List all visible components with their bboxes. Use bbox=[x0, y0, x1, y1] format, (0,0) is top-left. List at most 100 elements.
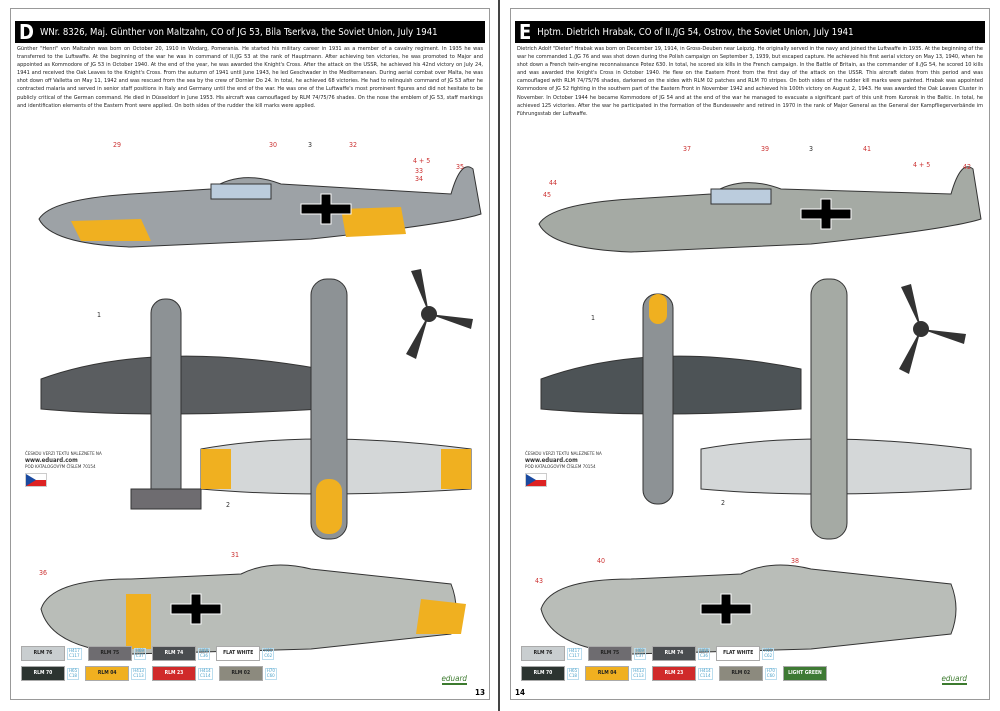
callout-number: 42 bbox=[963, 163, 972, 171]
paint-code-c: C18 bbox=[69, 673, 77, 679]
eduard-url[interactable]: www.eduard.com bbox=[25, 457, 78, 464]
paint-chip: RLM 74 bbox=[151, 646, 196, 661]
paint-code-c: C113 bbox=[133, 673, 144, 679]
callout-number: 32 bbox=[349, 141, 358, 149]
paint-code-h: H70 bbox=[766, 668, 775, 674]
paint-code-c: C36 bbox=[699, 653, 708, 659]
callout-number: 34 bbox=[415, 175, 424, 183]
callout-number: 3 bbox=[308, 141, 313, 149]
czech-flag-icon bbox=[25, 473, 47, 487]
paint-code-c: C117 bbox=[569, 653, 580, 659]
profile-header: E Hptm. Dietrich Hrabak, CO of II./JG 54,… bbox=[515, 20, 985, 44]
paint-swatch: LIGHT GREEN bbox=[782, 666, 827, 681]
paint-chip: RLM 02 bbox=[718, 666, 763, 681]
paint-chip: RLM 74 bbox=[651, 646, 696, 661]
callout-number: 3 bbox=[809, 145, 814, 153]
underside-plan-view bbox=[40, 298, 322, 510]
paint-code-c: C37 bbox=[635, 653, 644, 659]
eduard-logo: eduard bbox=[941, 674, 967, 685]
czech-version-note: ČESKOU VERZI TEXTU NALEZNETE NA www.edua… bbox=[525, 452, 602, 487]
paint-code-c: C117 bbox=[69, 653, 80, 659]
paint-chip: RLM 23 bbox=[651, 666, 696, 681]
paint-code-h: H413 bbox=[133, 668, 144, 674]
profile-letter: E bbox=[519, 20, 532, 44]
czech-note-line: POD KATALOGOVÝM ČÍSLEM 70154 bbox=[525, 465, 596, 470]
aircraft-illustrations bbox=[538, 166, 982, 655]
callout-number: 4 + 5 bbox=[913, 161, 931, 169]
page-number: 13 bbox=[474, 688, 485, 697]
czech-version-note: ČESKOU VERZI TEXTU NALEZNETE NA www.edua… bbox=[25, 452, 102, 487]
paint-code-h: H11 bbox=[764, 648, 773, 654]
czech-note-line: ČESKOU VERZI TEXTU NALEZNETE NA bbox=[525, 452, 602, 457]
callout-number: 45 bbox=[543, 191, 552, 199]
paint-chip: RLM 70 bbox=[521, 666, 565, 681]
side-profile-bottom bbox=[540, 564, 957, 655]
paint-chip: RLM 70 bbox=[21, 666, 65, 681]
callout-number: 2 bbox=[721, 499, 726, 507]
paint-chip: RLM 23 bbox=[151, 666, 196, 681]
paint-code-h: H70 bbox=[266, 668, 275, 674]
paint-code-h: H413 bbox=[633, 668, 644, 674]
paint-code-h: H65 bbox=[569, 668, 578, 674]
paint-chip: LIGHT GREEN bbox=[782, 666, 827, 681]
paint-code-h: H414 bbox=[199, 668, 211, 674]
paint-code-c: C114 bbox=[699, 673, 711, 679]
callout-number: 1 bbox=[591, 314, 596, 322]
callout-number: 40 bbox=[597, 557, 606, 565]
page-number: 14 bbox=[515, 688, 526, 697]
callout-number: 2 bbox=[226, 501, 231, 509]
paint-code-h: H417 bbox=[569, 648, 580, 654]
profile-title: Hptm. Dietrich Hrabak, CO of II./JG 54, … bbox=[537, 26, 854, 38]
callout-number: 36 bbox=[39, 569, 48, 577]
czech-note-line: ČESKOU VERZI TEXTU NALEZNETE NA bbox=[25, 452, 102, 457]
paint-code-h: H414 bbox=[699, 668, 711, 674]
paint-code-c: C60 bbox=[766, 673, 775, 679]
paint-code-c: C113 bbox=[633, 673, 644, 679]
callout-number: 30 bbox=[269, 141, 278, 149]
callout-number: 29 bbox=[113, 141, 122, 149]
callout-number: 35 bbox=[456, 163, 465, 171]
paint-chip: FLAT WHITE bbox=[216, 646, 261, 661]
side-profile-top bbox=[538, 166, 982, 253]
callout-number: 31 bbox=[231, 551, 240, 559]
eduard-url[interactable]: www.eduard.com bbox=[525, 457, 578, 464]
paint-code-c: C60 bbox=[266, 673, 275, 679]
callout-number: 38 bbox=[791, 557, 800, 565]
paint-code-h: H11 bbox=[264, 648, 273, 654]
paint-code-c: C62 bbox=[264, 653, 273, 659]
paint-code-c: C62 bbox=[764, 653, 773, 659]
propeller-view bbox=[899, 284, 966, 374]
paint-code-h: H65 bbox=[69, 668, 78, 674]
paint-code-c: C114 bbox=[199, 673, 211, 679]
pilot-biography: Dietrich Adolf "Dieter" Hrabak was born … bbox=[517, 46, 983, 117]
side-profile-top bbox=[38, 166, 482, 248]
callout-number: 44 bbox=[549, 179, 558, 187]
